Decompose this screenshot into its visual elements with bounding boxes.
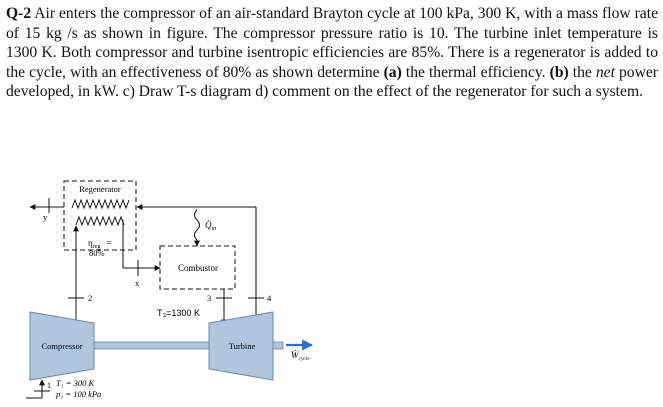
compressor-label: Compressor — [41, 341, 82, 351]
state-y-label: y — [43, 212, 48, 222]
problem-statement: Q-2 Air enters the compressor of an air-… — [6, 4, 658, 102]
shaft — [93, 341, 210, 350]
turbine-inlet-temp-label: T₃=1300 K — [157, 308, 200, 318]
heat-input-subscript: in — [212, 226, 217, 232]
net-word: net — [595, 63, 615, 81]
turbine-label: Turbine — [229, 341, 256, 351]
inlet-temperature: T₁ = 300 K — [56, 378, 96, 388]
problem-text-part-2: the thermal efficiency. — [401, 63, 550, 81]
regenerator-hot-coil — [71, 198, 130, 210]
heat-input-label: Q̇in — [205, 220, 216, 232]
part-b-marker: (b) — [549, 63, 569, 81]
problem-text-part-4: power developed, in kW. c) Draw T-s diag… — [6, 63, 658, 101]
compressor-shape — [29, 311, 95, 381]
state-4-label: 4 — [267, 293, 272, 303]
regenerator-effectiveness-symbol: ηreg= — [88, 238, 111, 250]
regenerator-box — [63, 180, 137, 251]
combustor-box — [159, 245, 236, 290]
problem-text-part-3: the — [568, 63, 596, 81]
regenerator-cold-coil — [75, 215, 125, 227]
shaft-extension — [272, 341, 284, 350]
effectiveness-subscript: reg — [93, 244, 101, 250]
regenerator-label: Regenerator — [79, 184, 121, 194]
state-1-label: 1 — [47, 381, 51, 390]
inlet-pressure: p₁ = 100 kPa — [55, 389, 101, 399]
work-output-subscript: cycle — [299, 356, 311, 362]
effectiveness-eq: = — [106, 238, 111, 248]
problem-text-part-1: Air enters the compressor of an air-stan… — [6, 5, 658, 81]
part-a-marker: (a) — [383, 63, 402, 81]
regenerator-effectiveness-value: 80% — [89, 248, 105, 258]
state-x-label: x — [135, 278, 140, 288]
state-2-label: 2 — [88, 293, 92, 303]
combustor-label: Combustor — [178, 263, 218, 273]
state-3-label: 3 — [207, 293, 211, 303]
heat-input-squiggle — [194, 209, 200, 241]
turbine-shape — [208, 311, 274, 381]
problem-number: Q-2 — [6, 5, 32, 22]
work-output-label: Ẇcycle — [291, 350, 310, 362]
